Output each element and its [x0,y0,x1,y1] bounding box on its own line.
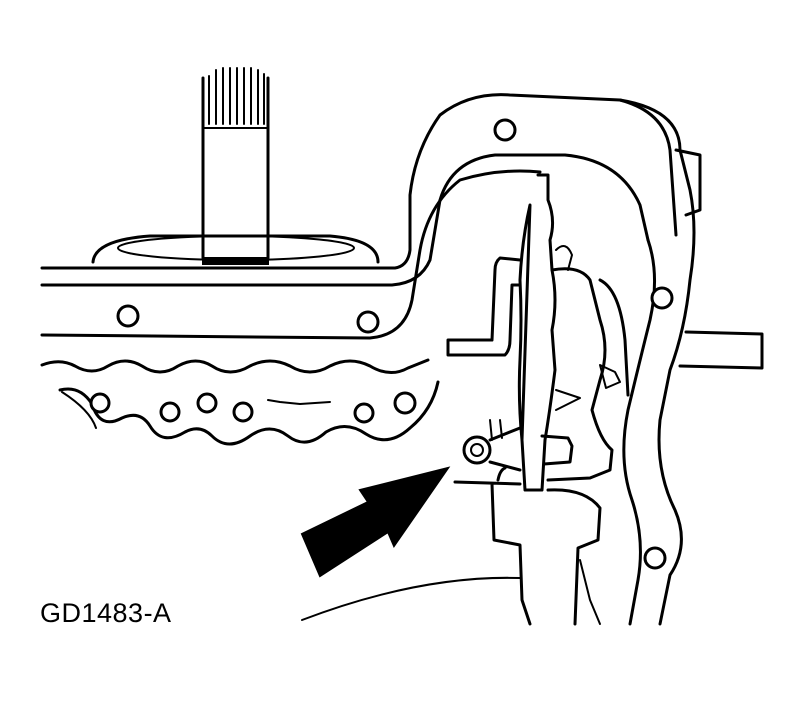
bolt-hole [356,310,380,334]
bolt-hole [353,402,375,424]
bolt-hole [116,304,140,328]
output-shaft [201,67,270,260]
bolt-hole [650,286,674,310]
shift-rail [678,330,764,370]
bolt-hole [493,118,517,142]
figure-label: GD1483-A [40,598,172,628]
lower-housing [301,466,602,626]
shift-fork-assembly [446,173,630,492]
bolt-hole [89,392,111,414]
bolt-hole [643,546,667,570]
bolt-hole [232,401,254,423]
bolt-hole [393,391,417,415]
scalloped-gasket [40,358,440,446]
bearing-ring [91,234,380,265]
cover-outline [618,98,702,626]
bolt [462,419,574,472]
arrow-icon [300,466,451,578]
bolt-hole [196,392,218,414]
bolt-hole [159,401,181,423]
case-flange [40,93,678,340]
